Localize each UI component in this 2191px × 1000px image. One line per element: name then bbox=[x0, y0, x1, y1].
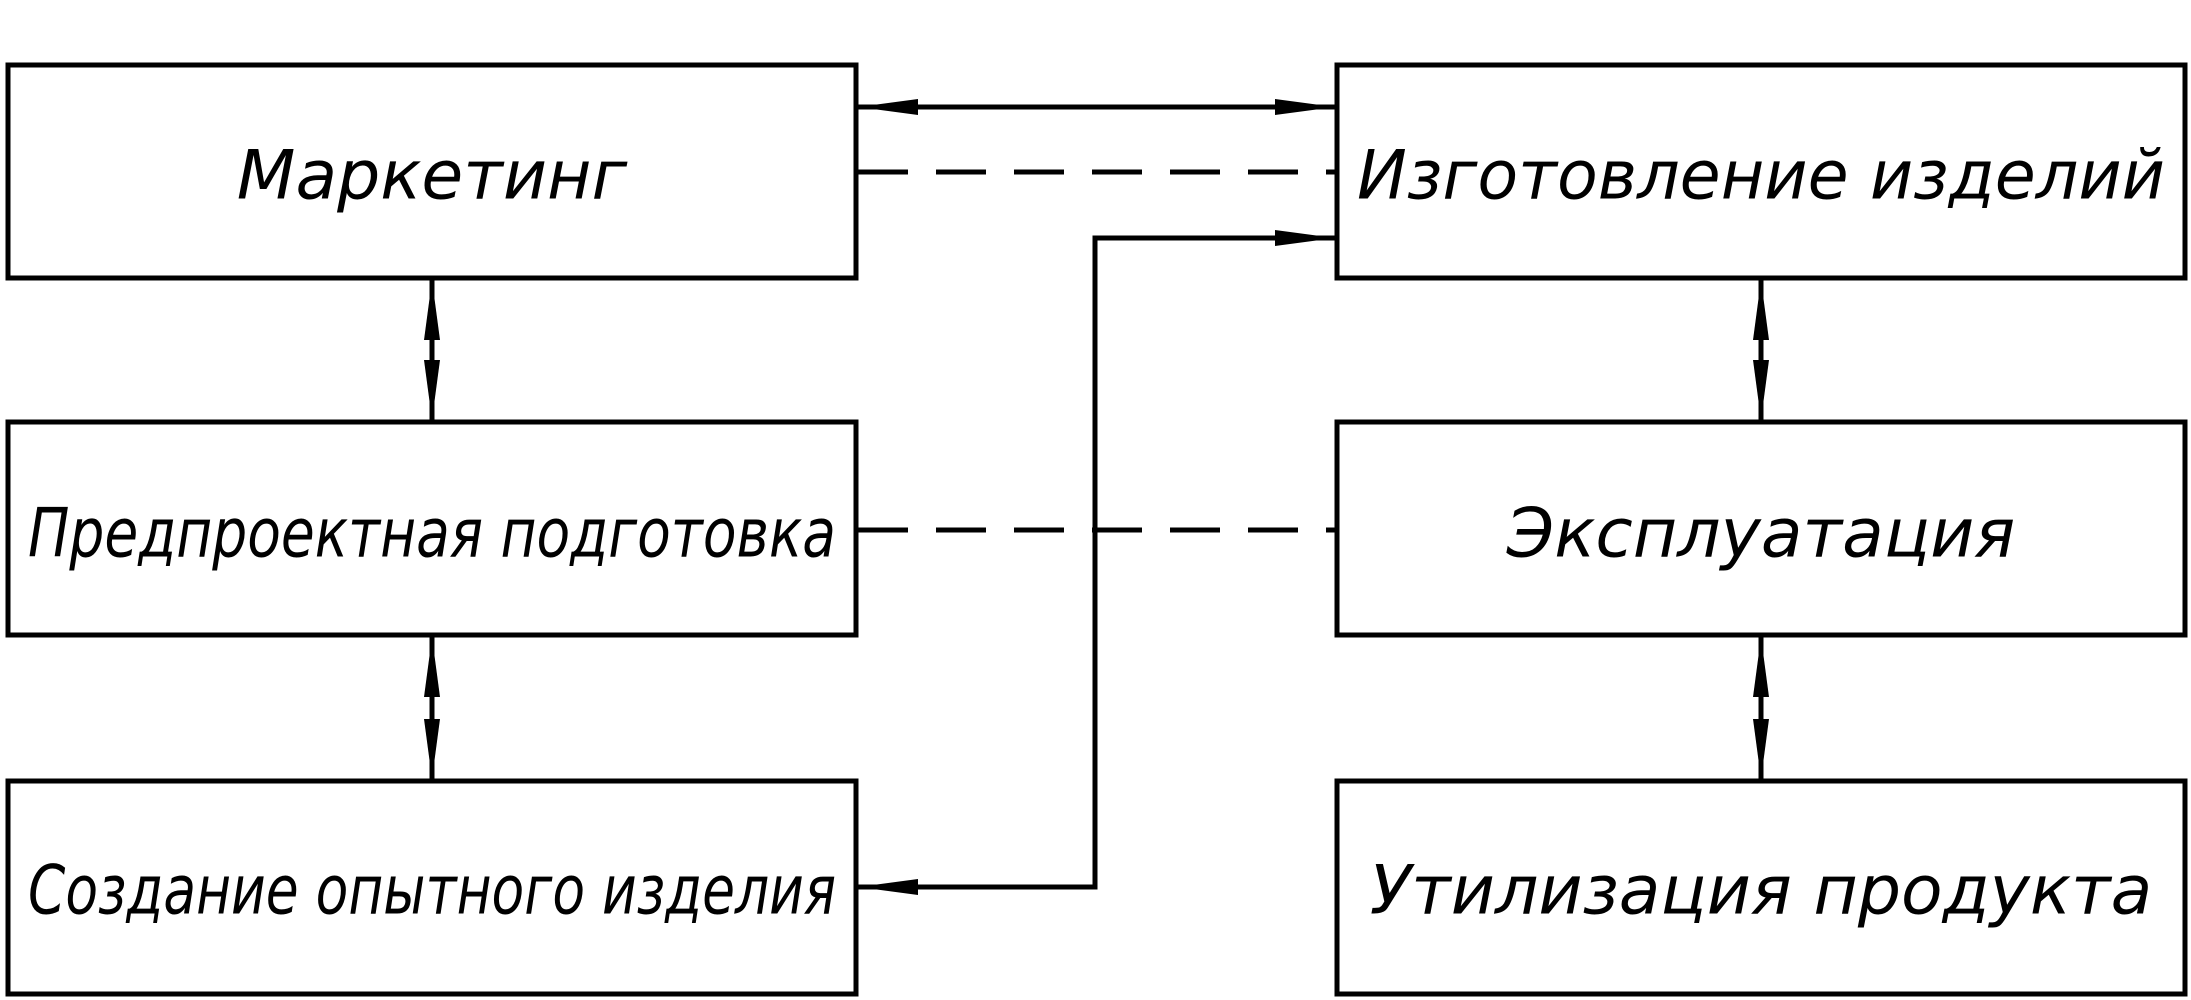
box-preproject-label: Предпроектная подготовка bbox=[28, 495, 836, 574]
connector-preproject-prototype bbox=[424, 637, 440, 779]
arrowhead-down bbox=[424, 360, 440, 420]
connector-marketing-manufacturing bbox=[858, 99, 1335, 115]
arrowhead-right bbox=[1275, 99, 1335, 115]
arrowhead-up bbox=[1753, 637, 1769, 697]
box-preproject-frame bbox=[5, 419, 859, 638]
arrowhead-up bbox=[424, 637, 440, 697]
box-manufacturing: Изготовление изделий bbox=[1334, 62, 2188, 281]
connector-path bbox=[858, 235, 1335, 890]
box-marketing: Маркетинг bbox=[5, 62, 859, 281]
box-manufacturing-frame bbox=[1334, 62, 2188, 281]
connector-prototype-manufacturing bbox=[858, 230, 1335, 895]
box-operation-label: Эксплуатация bbox=[1506, 495, 2015, 574]
box-preproject: Предпроектная подготовка bbox=[5, 419, 859, 638]
connector-operation-disposal bbox=[1753, 637, 1769, 779]
arrowhead-up bbox=[424, 280, 440, 340]
box-disposal-label: Утилизация продукта bbox=[1370, 852, 2153, 931]
connector-manufacturing-operation bbox=[1753, 280, 1769, 420]
arrowhead-down bbox=[1753, 360, 1769, 420]
arrowhead-down bbox=[424, 719, 440, 779]
box-prototype: Создание опытного изделия bbox=[5, 778, 859, 997]
box-prototype-label: Создание опытного изделия bbox=[28, 852, 836, 931]
arrowhead-up bbox=[1753, 280, 1769, 340]
box-operation-frame bbox=[1334, 419, 2188, 638]
box-disposal-frame bbox=[1334, 778, 2188, 997]
box-disposal: Утилизация продукта bbox=[1334, 778, 2188, 997]
box-marketing-label: Маркетинг bbox=[237, 137, 629, 216]
arrowhead-to-prototype bbox=[858, 879, 918, 895]
arrowhead-down bbox=[1753, 719, 1769, 779]
box-manufacturing-label: Изготовление изделий bbox=[1357, 137, 2165, 216]
connector-marketing-preproject bbox=[424, 280, 440, 420]
box-prototype-frame bbox=[5, 778, 859, 997]
box-marketing-frame bbox=[5, 62, 859, 281]
box-operation: Эксплуатация bbox=[1334, 419, 2188, 638]
arrowhead-to-manufacturing bbox=[1275, 230, 1335, 246]
arrowhead-left bbox=[858, 99, 918, 115]
